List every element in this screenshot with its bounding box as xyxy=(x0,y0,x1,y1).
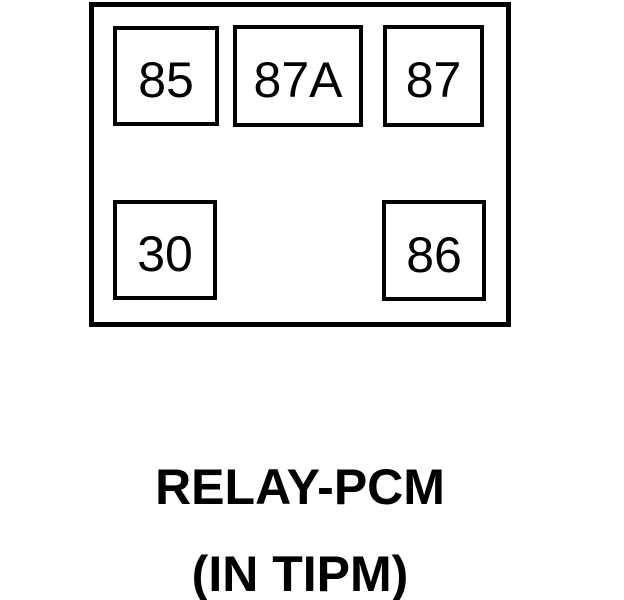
relay-pin-30-label: 30 xyxy=(137,226,193,282)
relay-pin-86: 86 xyxy=(382,200,486,301)
relay-pin-86-label: 86 xyxy=(406,226,462,283)
relay-pin-85: 85 xyxy=(113,26,219,126)
relay-pin-85-label: 85 xyxy=(138,52,194,108)
relay-pin-87a: 87A xyxy=(233,25,363,127)
relay-pin-30: 30 xyxy=(113,200,217,300)
relay-name: RELAY-PCM xyxy=(155,459,445,515)
relay-location: (IN TIPM) xyxy=(191,546,409,600)
relay-pin-87: 87 xyxy=(383,25,484,127)
relay-body-outline: 85 87A 87 30 86 xyxy=(89,2,511,327)
relay-pin-87-label: 87 xyxy=(405,52,462,108)
relay-pin-87a-label: 87A xyxy=(253,52,343,108)
